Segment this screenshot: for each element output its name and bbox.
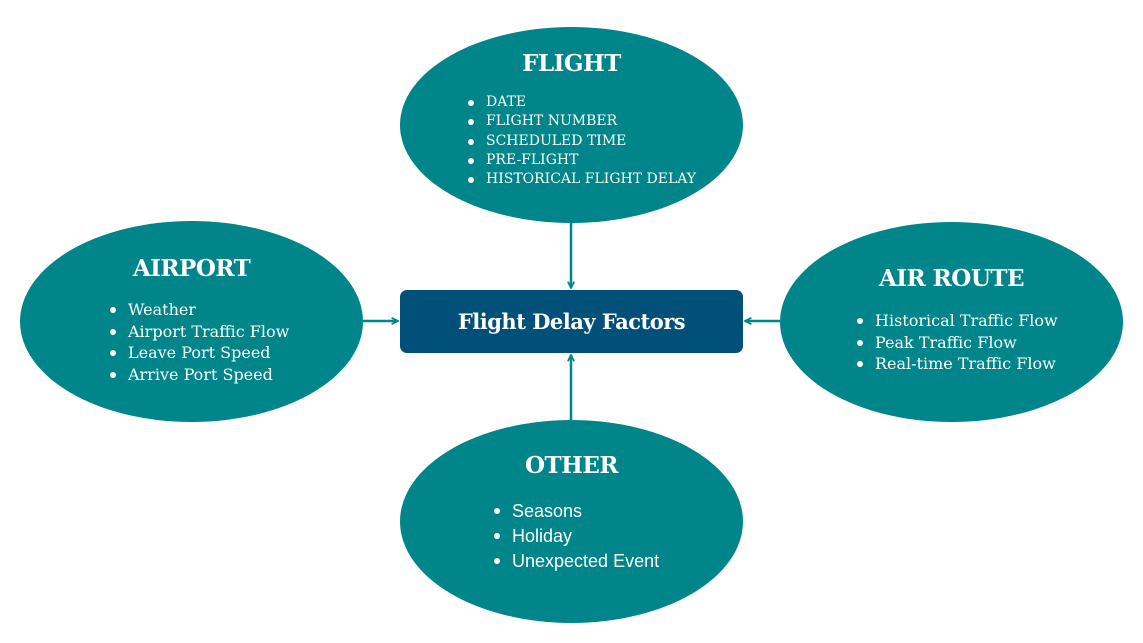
list-item: HISTORICAL FLIGHT DELAY xyxy=(466,170,696,189)
list-item: Airport Traffic Flow xyxy=(108,321,289,343)
flight-factor-list: DATE FLIGHT NUMBER SCHEDULED TIME PRE-FL… xyxy=(466,93,696,189)
list-item: Real-time Traffic Flow xyxy=(855,353,1058,375)
air-route-factor-list: Historical Traffic Flow Peak Traffic Flo… xyxy=(855,310,1058,375)
airport-node: AIRPORT Weather Airport Traffic Flow Lea… xyxy=(20,221,363,422)
center-box: Flight Delay Factors xyxy=(400,290,743,353)
list-item: SCHEDULED TIME xyxy=(466,132,696,151)
airport-factor-list: Weather Airport Traffic Flow Leave Port … xyxy=(108,299,289,385)
list-item: Unexpected Event xyxy=(492,549,659,574)
list-item: Weather xyxy=(108,299,289,321)
list-item: Peak Traffic Flow xyxy=(855,332,1058,354)
other-node: OTHER Seasons Holiday Unexpected Event xyxy=(400,420,743,623)
other-factor-list: Seasons Holiday Unexpected Event xyxy=(492,499,659,574)
air-route-title: AIR ROUTE xyxy=(878,265,1025,292)
list-item: PRE-FLIGHT xyxy=(466,151,696,170)
flight-node: FLIGHT DATE FLIGHT NUMBER SCHEDULED TIME… xyxy=(400,27,743,223)
list-item: Holiday xyxy=(492,524,659,549)
other-title: OTHER xyxy=(524,452,619,479)
airport-title: AIRPORT xyxy=(132,255,251,282)
list-item: Arrive Port Speed xyxy=(108,364,289,386)
air-route-node: AIR ROUTE Historical Traffic Flow Peak T… xyxy=(780,222,1123,422)
flight-title: FLIGHT xyxy=(522,50,621,77)
center-label: Flight Delay Factors xyxy=(457,309,686,334)
list-item: Historical Traffic Flow xyxy=(855,310,1058,332)
list-item: Seasons xyxy=(492,499,659,524)
list-item: DATE xyxy=(466,93,696,112)
list-item: Leave Port Speed xyxy=(108,342,289,364)
list-item: FLIGHT NUMBER xyxy=(466,112,696,131)
